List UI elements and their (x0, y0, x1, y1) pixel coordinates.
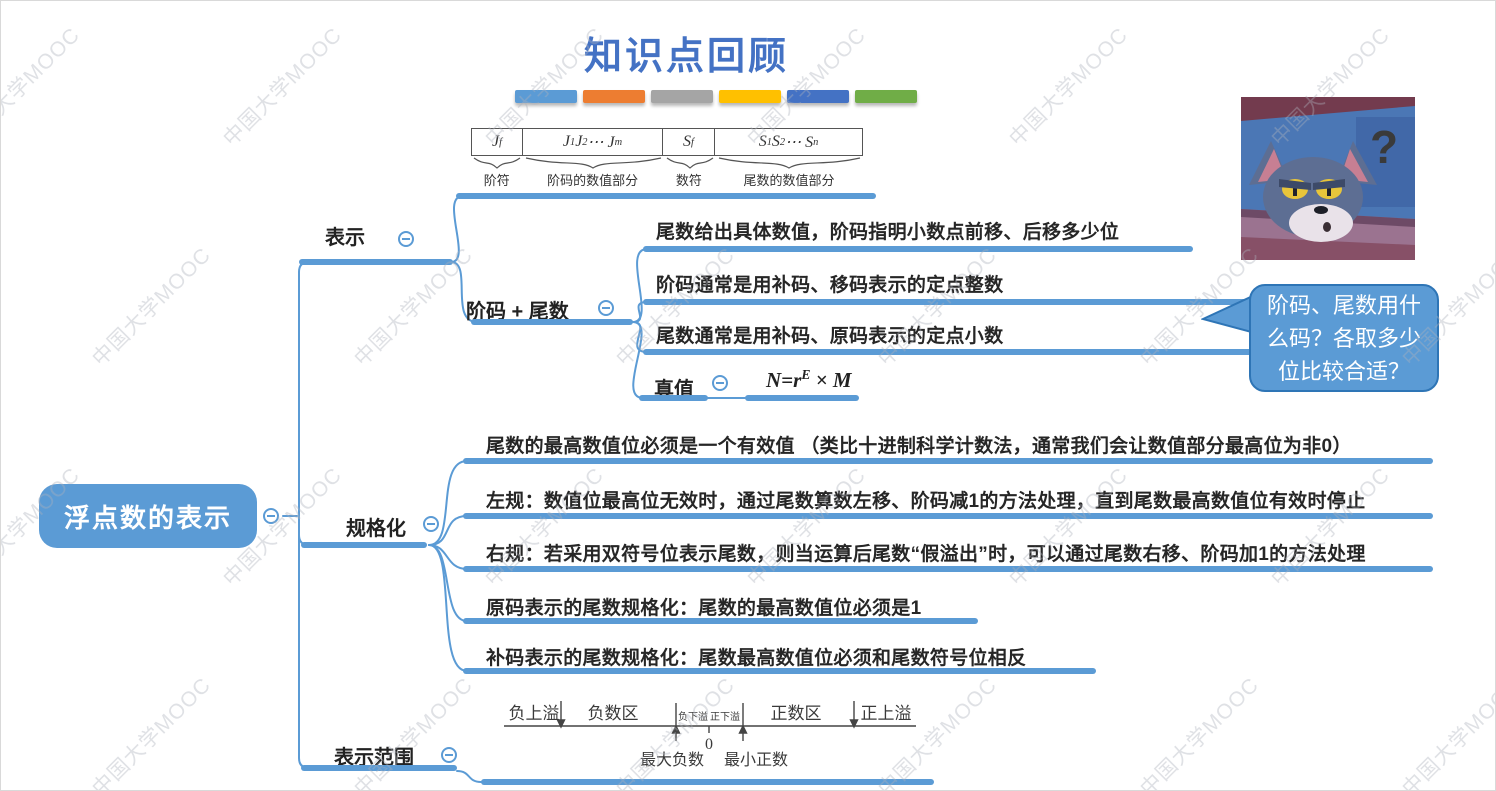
branch-label-representation-range: 表示范围 (334, 747, 414, 769)
branch-line (481, 779, 934, 785)
leaf-right-normalization: 右规：若采用双符号位表示尾数，则当运算后尾数“假溢出”时，可以通过尾数右移、阶码… (486, 544, 1366, 565)
speech-bubble: 阶码、尾数用什么码？各取多少位比较合适？ (1249, 284, 1439, 392)
branch-label-exponent-plus-mantissa: 阶码 + 尾数 (466, 301, 569, 323)
range-number-line-diagram: 负上溢 负数区 负下溢 正下溢 正数区 正上溢 0 最大负数 最小正数 (504, 701, 916, 769)
label-negative-overflow: 负上溢 (509, 704, 560, 723)
branch-line (643, 246, 1193, 252)
branch-line (463, 566, 1433, 572)
speech-bubble-text: 阶码、尾数用什么码？各取多少位比较合适？ (1266, 292, 1421, 384)
collapse-icon-normalization[interactable] (423, 516, 439, 532)
branch-line (471, 319, 633, 325)
label-positive-overflow: 正上溢 (861, 704, 912, 723)
root-node-label: 浮点数的表示 (63, 502, 232, 533)
leaf-sign-magnitude-normalization: 原码表示的尾数规格化：尾数的最高数值位必须是1 (486, 598, 922, 619)
accent-bar (583, 90, 645, 103)
leaf-mantissa-encoding: 尾数通常是用补码、原码表示的定点小数 (656, 326, 1004, 347)
collapse-icon-root[interactable] (263, 508, 279, 524)
accent-bar (855, 90, 917, 103)
label-positive-region: 正数区 (771, 704, 822, 723)
branch-label-representation: 表示 (325, 227, 365, 249)
branch-label-normalization: 规格化 (346, 518, 406, 540)
root-node-floating-point-representation[interactable]: 浮点数的表示 (39, 484, 257, 548)
branch-line (301, 765, 457, 771)
accent-bar (719, 90, 781, 103)
register-label-mantissa-sign: 数符 (675, 173, 702, 188)
collapse-icon-representation-range[interactable] (441, 747, 457, 763)
branch-line (301, 542, 427, 548)
branch-line (456, 193, 876, 199)
label-negative-region: 负数区 (588, 704, 639, 723)
label-max-negative: 最大负数 (640, 751, 704, 769)
branch-line (299, 259, 453, 265)
branch-line (643, 299, 1256, 305)
branch-line (463, 513, 1433, 519)
register-label-exponent-sign: 阶符 (483, 173, 510, 188)
tom-cat-face (1249, 141, 1377, 242)
register-labels: 阶符 阶码的数值部分 数符 尾数的数值部分 (471, 170, 863, 189)
register-label-mantissa-value: 尾数的数值部分 (743, 173, 835, 188)
leaf-left-normalization: 左规：数值位最高位无效时，通过尾数算数左移、阶码减1的方法处理，直到尾数最高数值… (486, 491, 1366, 512)
branch-line (643, 349, 1256, 355)
register-label-exponent-value: 阶码的数值部分 (547, 173, 639, 188)
collapse-icon-exponent-plus-mantissa[interactable] (598, 300, 614, 316)
speech-bubble-tail (1201, 293, 1256, 335)
leaf-mantissa-exponent-meaning: 尾数给出具体数值，阶码指明小数点前移、后移多少位 (656, 222, 1120, 243)
branch-line (639, 395, 708, 401)
label-zero: 0 (705, 736, 713, 753)
branch-line (463, 618, 978, 624)
leaf-normalization-rule: 尾数的最高数值位必须是一个有效值 （类比十进制科学计数法，通常我们会让数值部分最… (486, 436, 1352, 457)
accent-bar (515, 90, 577, 103)
label-negative-underflow: 负下溢 (678, 710, 708, 723)
leaf-twos-complement-normalization: 补码表示的尾数规格化：尾数最高数值位必须和尾数符号位相反 (486, 648, 1027, 669)
leaf-true-value-formula: N=rE × M (766, 367, 852, 392)
leaf-exponent-encoding: 阶码通常是用补码、移码表示的定点整数 (656, 275, 1004, 296)
branch-line (745, 395, 859, 401)
label-positive-underflow: 正下溢 (710, 710, 740, 723)
tom-cat-meme-image: ? (1241, 97, 1415, 260)
page-title: 知识点回顾 (584, 36, 790, 78)
branch-line (463, 668, 1096, 674)
accent-bar (787, 90, 849, 103)
accent-bars (515, 90, 925, 103)
accent-bar (651, 90, 713, 103)
underbrace-icons (473, 157, 861, 169)
collapse-icon-true-value[interactable] (712, 375, 728, 391)
branch-line (463, 458, 1433, 464)
collapse-icon-representation[interactable] (398, 231, 414, 247)
label-min-positive: 最小正数 (724, 751, 788, 769)
question-mark-icon: ? (1370, 121, 1398, 173)
